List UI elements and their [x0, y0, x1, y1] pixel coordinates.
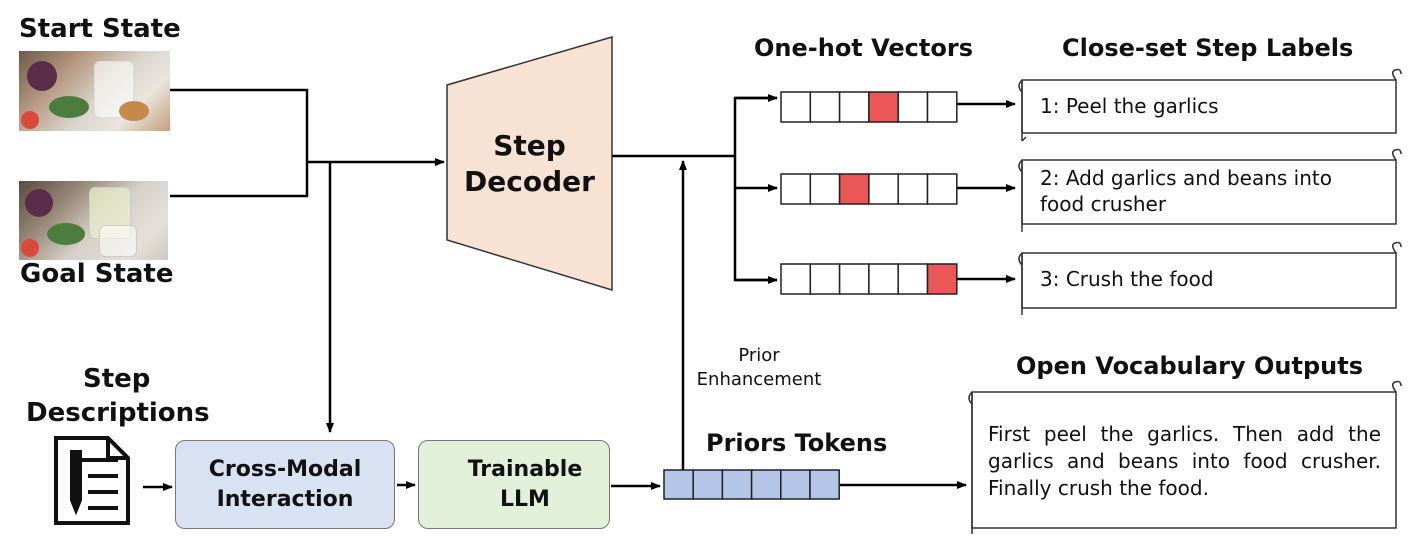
one-hot-cell — [838, 173, 870, 205]
prior-enhancement-line2: Enhancement — [696, 369, 822, 390]
prior-token-cell — [780, 469, 811, 500]
one-hot-cell — [868, 173, 899, 205]
start-state-image — [19, 51, 170, 131]
step-descriptions-label-line2: Descriptions — [26, 398, 210, 428]
step-decoder-label: Step Decoder — [447, 128, 612, 200]
start-state-label: Start State — [19, 14, 181, 44]
priors-tokens-label: Priors Tokens — [706, 429, 888, 457]
open-vocab-scroll — [968, 380, 1402, 534]
trainable-llm-line2: LLM — [500, 486, 550, 512]
one-hot-cell — [780, 173, 812, 205]
one-hot-cell — [897, 173, 929, 205]
cross-modal-interaction-box: Cross-Modal Interaction — [175, 440, 395, 529]
prior-token-cell — [663, 469, 694, 500]
step-label-2-line1: 2: Add garlics and beans into — [1040, 166, 1332, 190]
bottom-chain-connectors — [143, 481, 967, 491]
one-hot-cell — [897, 91, 929, 123]
one-hot-cell — [809, 173, 841, 205]
step-label-3-line1: 3: Crush the food — [1040, 267, 1214, 291]
label-scroll-2 — [1018, 148, 1402, 232]
label-scroll-1 — [1018, 68, 1402, 142]
cross-modal-line2: Interaction — [216, 486, 354, 512]
step-label-1: 1: Peel the garlics — [1040, 93, 1219, 119]
one-hot-cell — [897, 263, 929, 295]
step-descriptions-label-line1: Step — [83, 364, 151, 394]
one-hot-cell — [780, 91, 812, 123]
one-hot-cell — [868, 263, 899, 295]
vector-label-connectors — [957, 100, 1016, 283]
closed-set-title: Close-set Step Labels — [1062, 34, 1354, 62]
one-hot-cell — [926, 173, 958, 205]
step-label-3: 3: Crush the food — [1040, 266, 1214, 292]
one-hot-cell — [926, 263, 958, 295]
one-hot-cell — [809, 263, 841, 295]
prior-token-cell — [692, 469, 724, 500]
goal-state-image — [19, 181, 168, 260]
goal-state-label: Goal State — [20, 259, 174, 289]
cross-modal-line1: Cross-Modal — [208, 456, 362, 482]
one-hot-cell — [838, 91, 870, 123]
step-label-2-line2: food crusher — [1040, 192, 1167, 216]
step-decoder-line1: Step — [493, 129, 566, 162]
priors-tokens-bar — [663, 469, 840, 500]
one-hot-cell — [868, 91, 899, 123]
one-hot-cell — [780, 263, 812, 295]
trainable-llm-box: Trainable LLM — [418, 440, 610, 529]
decoder-output-connectors — [612, 94, 778, 284]
trainable-llm-line1: Trainable — [467, 456, 583, 482]
prior-token-cell — [721, 469, 753, 500]
prior-enhancement-label: Prior Enhancement — [690, 344, 828, 392]
open-vocab-title: Open Vocabulary Outputs — [1016, 352, 1363, 380]
prior-token-cell — [750, 469, 782, 500]
document-icon — [54, 436, 130, 525]
one-hot-vectors — [780, 91, 958, 295]
label-scroll-3 — [1018, 241, 1402, 315]
one-hot-cell — [926, 91, 958, 123]
step-label-2: 2: Add garlics and beans into food crush… — [1040, 165, 1332, 217]
one-hot-cell — [838, 263, 870, 295]
open-vocab-text: First peel the garlics. Then add the gar… — [988, 422, 1381, 500]
prior-token-cell — [809, 469, 840, 500]
image-connectors — [170, 88, 445, 433]
prior-enhancement-line1: Prior — [738, 345, 780, 366]
one-hot-cell — [809, 91, 841, 123]
step-label-1-line1: 1: Peel the garlics — [1040, 94, 1219, 118]
step-decoder-line2: Decoder — [464, 165, 595, 198]
step-decoder-shape — [446, 36, 613, 292]
one-hot-title: One-hot Vectors — [754, 34, 973, 62]
